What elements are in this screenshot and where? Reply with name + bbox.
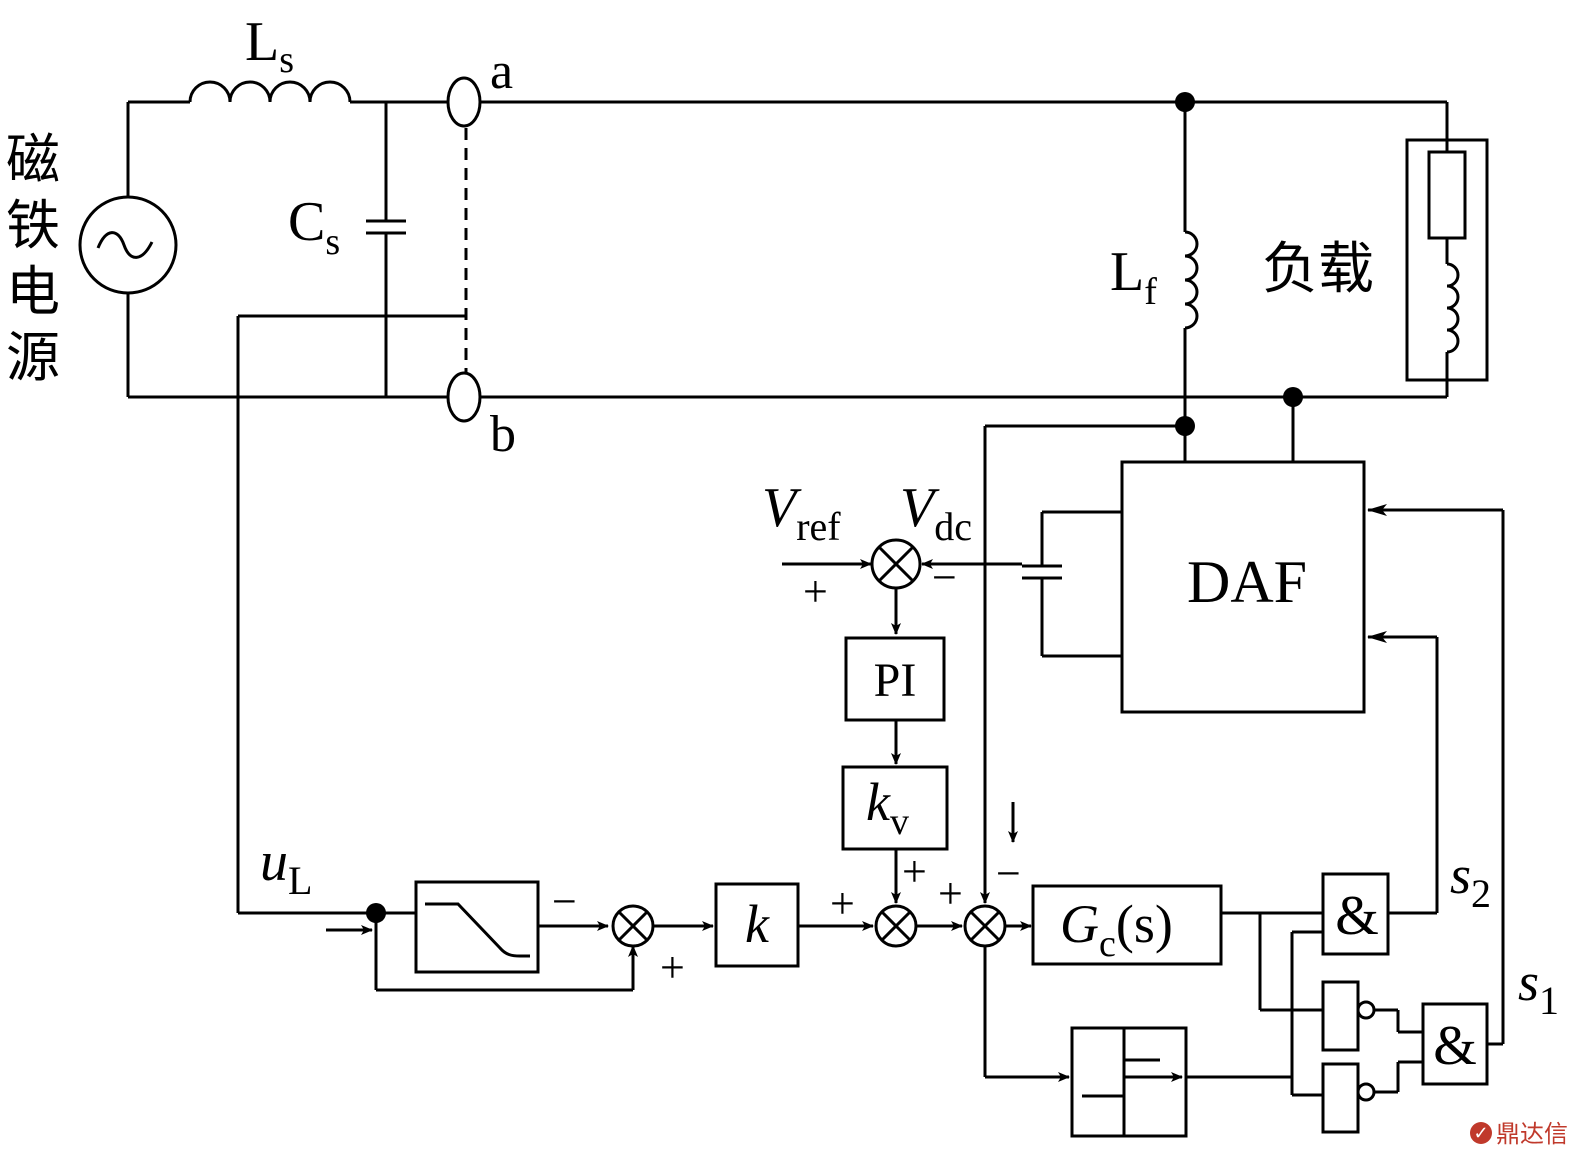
- power-circuit: [78, 76, 1489, 714]
- summing-junction-2: [874, 904, 918, 948]
- label-pi: PI: [874, 654, 917, 707]
- control-blocks: [236, 314, 1505, 1138]
- svg-text:✓: ✓: [1473, 1123, 1488, 1144]
- summing-junction-vdc: [870, 538, 922, 590]
- pi-controller-block: [844, 636, 946, 722]
- label-s1: s1: [1518, 952, 1559, 1023]
- sign-plus-j2-top: +: [902, 847, 927, 896]
- label-gc: Gc(s): [1060, 894, 1173, 965]
- label-daf: DAF: [1187, 549, 1307, 615]
- label-ul: uL: [260, 831, 312, 903]
- sign-minus-lpf: −: [552, 877, 577, 926]
- label-s2: s2: [1450, 845, 1491, 916]
- gain-kv-block: [841, 765, 949, 851]
- summing-junction-1: [611, 904, 655, 948]
- watermark-logo: ✓ 鼎达信: [1470, 1120, 1568, 1148]
- not-gate-lower: [1321, 1062, 1360, 1134]
- gain-k-block: [714, 882, 800, 968]
- not-gate-upper: [1321, 980, 1360, 1052]
- label-terminal-b: b: [490, 406, 516, 463]
- hysteresis-comparator-block: [1070, 1026, 1188, 1138]
- lowpass-filter-block: [414, 880, 540, 974]
- label-load: 负载: [1262, 237, 1374, 302]
- label-kv: kv: [866, 772, 909, 843]
- label-terminal-a: a: [490, 43, 513, 100]
- label-k: k: [745, 894, 770, 954]
- controller-gc-block: [1031, 884, 1223, 966]
- sign-minus-vdc: −: [932, 553, 957, 602]
- source-label-line-4: 源: [6, 326, 60, 389]
- label-vref: Vref: [762, 477, 841, 549]
- sign-plus-j1: +: [660, 943, 685, 992]
- and-gate-s2: [1321, 872, 1390, 956]
- label-vdc: Vdc: [900, 477, 972, 549]
- and-gate-s1: [1421, 1002, 1489, 1086]
- inductor-lf: [1184, 230, 1199, 330]
- text-labels: 磁 铁 电 源 Ls Cs a b Lf 负载 DAF Vref Vdc + −…: [6, 11, 1559, 1077]
- sign-minus-j3-top: −: [996, 849, 1021, 898]
- ac-source: [78, 195, 178, 295]
- label-ls: Ls: [245, 11, 294, 81]
- terminal-a-port: [446, 76, 482, 128]
- sign-plus-j3-left: +: [938, 869, 963, 918]
- daf-block: [1120, 460, 1366, 714]
- load-block: [1405, 102, 1489, 397]
- source-label-line-3: 电: [6, 260, 60, 323]
- and-symbol-s1: &: [1433, 1015, 1477, 1077]
- sign-plus-j2-left: +: [830, 879, 855, 928]
- and-symbol-s2: &: [1335, 885, 1379, 947]
- sign-plus-vref: +: [803, 567, 828, 616]
- summing-junction-3: [963, 904, 1007, 948]
- source-label-line-1: 磁: [6, 128, 60, 191]
- terminal-b-port: [446, 371, 482, 423]
- watermark-text: 鼎达信: [1496, 1120, 1568, 1148]
- source-label-line-2: 铁: [6, 194, 60, 257]
- label-cs: Cs: [288, 191, 340, 263]
- label-lf: Lf: [1110, 241, 1157, 313]
- inductor-ls: [188, 80, 352, 103]
